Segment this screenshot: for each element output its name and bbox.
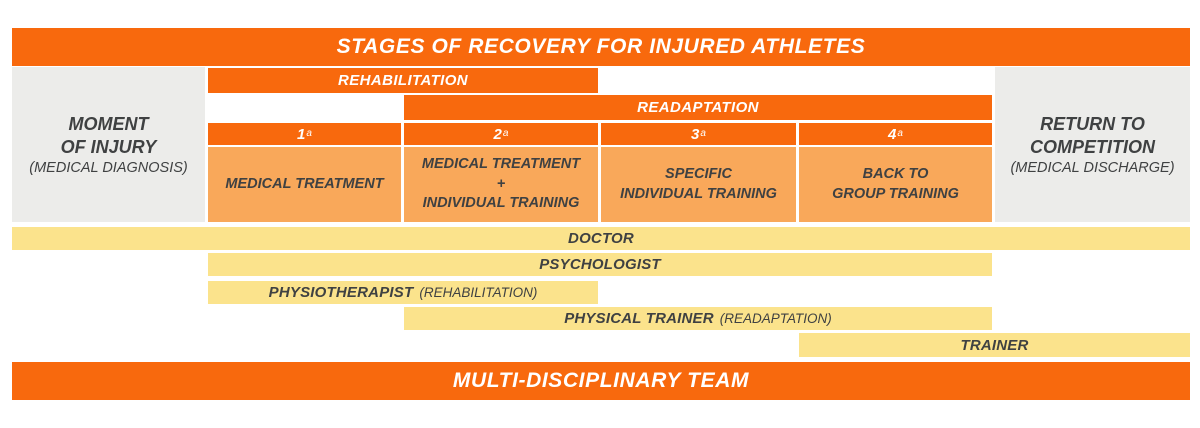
diagram-title: STAGES OF RECOVERY FOR INJURED ATHLETES (336, 35, 866, 58)
physiotherapist-note: (REHABILITATION) (419, 285, 538, 300)
stage-2-box: MEDICAL TREATMENT + INDIVIDUAL TRAINING (404, 147, 598, 222)
stage-3-number: 3 (691, 125, 700, 143)
moment-of-injury-box: MOMENT OF INJURY (MEDICAL DIAGNOSIS) (12, 67, 205, 222)
rehabilitation-label: REHABILITATION (337, 72, 469, 89)
team-bar-physiotherapist: PHYSIOTHERAPIST (REHABILITATION) (208, 281, 598, 304)
phase-bar-rehabilitation: REHABILITATION (208, 68, 598, 93)
return-to-competition-label: RETURN TO COMPETITION (1030, 114, 1155, 157)
return-to-competition-box: RETURN TO COMPETITION (MEDICAL DISCHARGE… (995, 67, 1190, 222)
footer-banner: MULTI-DISCIPLINARY TEAM (12, 362, 1190, 400)
stage-1-box: MEDICAL TREATMENT (208, 147, 401, 222)
trainer-label: TRAINER (960, 336, 1029, 354)
stage-2-number: 2 (493, 125, 502, 143)
multi-disciplinary-team-label: MULTI-DISCIPLINARY TEAM (452, 369, 750, 392)
team-bar-physical-trainer: PHYSICAL TRAINER (READAPTATION) (404, 307, 992, 330)
readaptation-label: READAPTATION (637, 99, 759, 116)
moment-of-injury-label: MOMENT OF INJURY (60, 114, 157, 157)
phase-bar-readaptation: READAPTATION (404, 95, 992, 120)
medical-discharge-note: (MEDICAL DISCHARGE) (1010, 160, 1175, 176)
stage-4-number: 4 (888, 125, 897, 143)
medical-diagnosis-note: (MEDICAL DIAGNOSIS) (29, 160, 188, 176)
physical-trainer-note: (READAPTATION) (719, 311, 832, 326)
doctor-label: DOCTOR (568, 230, 634, 247)
physiotherapist-label: PHYSIOTHERAPIST (268, 284, 414, 301)
team-bar-trainer: TRAINER (799, 333, 1190, 357)
psychologist-label: PSYCHOLOGIST (539, 256, 661, 273)
physical-trainer-label: PHYSICAL TRAINER (564, 310, 714, 327)
stage-3-box: SPECIFIC INDIVIDUAL TRAINING (601, 147, 796, 222)
stage-4-box: BACK TO GROUP TRAINING (799, 147, 992, 222)
team-bar-psychologist: PSYCHOLOGIST (208, 253, 992, 276)
stage-1-number: 1 (297, 125, 306, 143)
title-banner: STAGES OF RECOVERY FOR INJURED ATHLETES (12, 28, 1190, 66)
team-bar-doctor: DOCTOR (12, 227, 1190, 250)
